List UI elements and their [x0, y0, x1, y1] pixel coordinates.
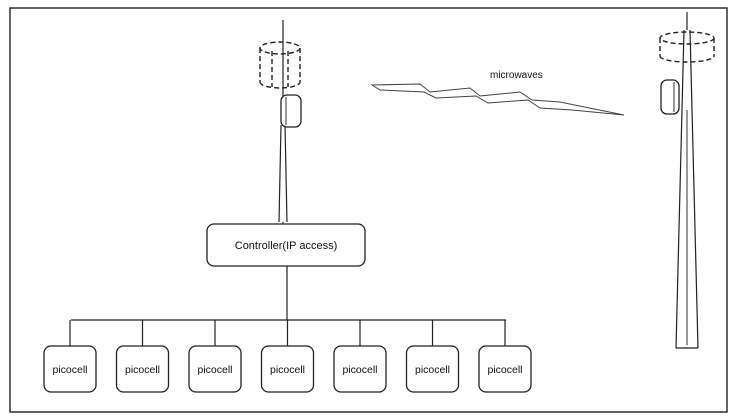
controller-box: [206, 223, 366, 267]
diagram-frame: [9, 7, 728, 413]
picocell-box: [188, 345, 242, 393]
lightning-bolt-icon: [370, 83, 625, 116]
left-tower-icon: [259, 20, 302, 223]
picocell-label: picocell: [270, 364, 305, 376]
picocell-box: [260, 345, 315, 393]
picocell-box: [478, 345, 532, 393]
picocell-label: picocell: [415, 364, 450, 376]
controller-label: Controller(IP access): [235, 240, 338, 252]
right-dish-icon: [660, 79, 680, 115]
picocell-label: picocell: [197, 364, 232, 376]
right-tower-icon: [659, 12, 715, 349]
picocell-group: picocell picocell picocell picocell picocell…: [43, 320, 532, 393]
picocell-label: picocell: [52, 364, 87, 376]
left-dish-icon: [280, 94, 302, 128]
picocell-label: picocell: [342, 364, 377, 376]
picocell-box: [115, 345, 170, 393]
picocell-box: [333, 345, 387, 393]
picocell-box: [43, 345, 97, 393]
picocell-box: [405, 345, 460, 393]
microwaves-label: microwaves: [490, 70, 543, 81]
picocell-label: picocell: [487, 364, 522, 376]
picocell-label: picocell: [125, 364, 160, 376]
